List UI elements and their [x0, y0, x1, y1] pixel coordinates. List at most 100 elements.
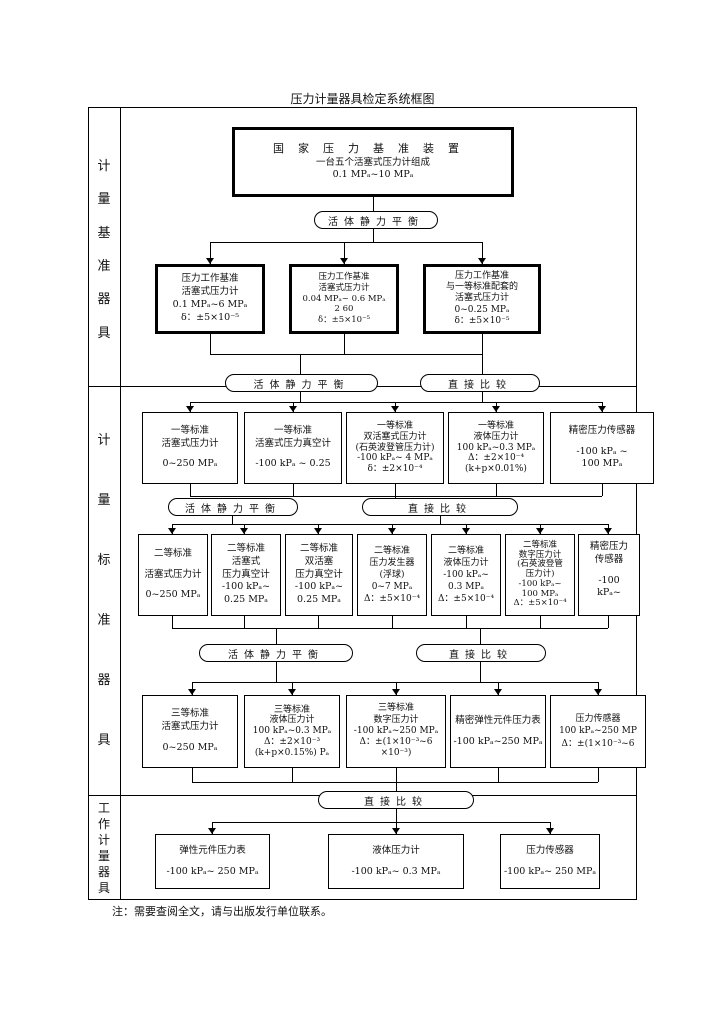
side-char: 准	[97, 612, 111, 628]
third-class-standard-box: 三等标准 液体压力计 100 kPₐ~0.3 MPₐ Δ：±2×10⁻³ (k+…	[244, 695, 340, 768]
box-line: 活塞式压力计	[454, 293, 509, 304]
second-class-standard-box: 二等标准 数字压力计 (石英波登管 压力计) -100 kPₐ~ 100 MPₐ…	[505, 534, 575, 616]
working-standard-box: 压力工作基准 活塞式压力计 0.1 MPₐ~6 MPₐ δ：±5×10⁻⁵	[155, 264, 265, 334]
first-class-standard-box: 一等标准 活塞式压力真空计 -100 kPₐ ~ 0.25	[244, 412, 342, 484]
second-class-standard-box: 二等标准 活塞式 压力真空计 -100 kPₐ~ 0.25 MPₐ	[211, 534, 281, 616]
method-pill: 直接比较	[420, 374, 540, 392]
box-line: Δ：±5×10⁻⁴	[437, 594, 495, 605]
connector	[344, 242, 345, 264]
connector	[190, 496, 602, 497]
box-line: 二等标准	[153, 547, 192, 559]
box-line: 活塞式压力计	[181, 286, 239, 298]
box-line: Δ：±(1×10⁻³~6	[359, 737, 433, 748]
connector	[192, 768, 193, 782]
arrow-icon	[494, 689, 502, 695]
connector	[172, 524, 608, 525]
connector	[466, 616, 467, 628]
box-line: 压力真空计	[222, 568, 270, 580]
arrow-icon	[598, 406, 606, 412]
connector	[598, 768, 599, 782]
box-line: 液体压力计	[443, 557, 489, 568]
second-class-standard-box: 二等标准 活塞式压力计 0~250 MPₐ	[138, 534, 208, 616]
box-line: 压力真空计	[295, 568, 343, 580]
box-line: 0~7 MPₐ	[371, 582, 413, 593]
connector	[540, 616, 541, 628]
arrow-icon	[388, 528, 396, 534]
box-line: 100 kPₐ~0.3 MPₐ	[252, 726, 332, 737]
box-line: -100 kPₐ~ 4 MPₐ	[357, 453, 433, 464]
box-line: -100 kPₐ~	[518, 578, 562, 589]
connector	[276, 662, 277, 682]
connector	[482, 354, 483, 374]
box-line: 0~250 MPₐ	[162, 741, 218, 753]
box-line: 0.04 MPₐ~ 0.6 MPₐ	[302, 293, 386, 304]
side-char: 器	[97, 292, 111, 308]
footnote: 注：需要查阅全文，请与出版发行单位联系。	[112, 905, 332, 918]
box-line: ×10⁻³)	[380, 748, 412, 759]
arrow-icon	[206, 258, 214, 264]
box-line: 活塞式压力计	[161, 437, 219, 449]
device-title: 国家压力基准装置	[273, 141, 473, 155]
connector	[480, 662, 481, 682]
connector	[190, 484, 191, 496]
box-line: -100 kPₐ~	[294, 581, 344, 593]
side-char: 量	[97, 492, 111, 508]
connector	[192, 782, 598, 783]
box-line: 弹性元件压力表	[179, 844, 246, 856]
box-line: 传感器	[594, 553, 624, 565]
box-line: δ：±5×10⁻⁵	[180, 311, 240, 323]
connector	[482, 392, 483, 402]
side-char: 具	[97, 881, 110, 895]
box-line: Δ：±2×10⁻⁴	[467, 453, 525, 464]
side-char: 工	[97, 801, 110, 815]
third-class-standard-box: 三等标准 数字压力计 -100 kPₐ~250 MPₐ Δ：±(1×10⁻³~6…	[346, 695, 446, 768]
connector	[344, 334, 345, 354]
box-line: -100 kPₐ~250 MPₐ	[453, 735, 543, 747]
box-line: 活塞式压力计	[318, 283, 370, 294]
side-char: 量	[97, 192, 111, 208]
connector	[373, 197, 374, 211]
box-line: -100 kPₐ~250 MPₐ	[353, 725, 439, 736]
connector	[396, 782, 397, 792]
connector	[396, 768, 397, 782]
arrow-icon	[288, 689, 296, 695]
box-line: 双活塞式压力计	[363, 431, 427, 442]
connector	[192, 682, 598, 683]
box-line: Δ：±5×10⁻⁴	[363, 594, 421, 605]
arrow-icon	[289, 406, 297, 412]
connector	[480, 628, 481, 644]
box-line: 0~250 MPₐ	[162, 458, 218, 470]
arrow-icon	[536, 528, 544, 534]
side-char: 标	[97, 552, 111, 568]
working-instrument-box: 弹性元件压力表 -100 kPₐ~ 250 MPₐ	[155, 834, 270, 889]
connector	[210, 242, 482, 243]
method-pill: 直接比较	[318, 791, 474, 809]
arrow-icon	[478, 258, 486, 264]
connector	[244, 616, 245, 628]
box-line: 精密压力传感器	[568, 424, 636, 436]
box-line: 0~0.25 MPₐ	[454, 304, 510, 315]
second-class-standard-box: 二等标准 压力发生器 (浮球) 0~7 MPₐ Δ：±5×10⁻⁴	[357, 534, 427, 616]
connector	[598, 682, 599, 695]
box-line: 压力工作基准	[181, 273, 239, 285]
connector	[212, 822, 550, 823]
box-line: 活塞式	[231, 555, 261, 567]
connector	[292, 768, 293, 782]
third-class-standard-box: 三等标准 活塞式压力计 0~250 MPₐ	[142, 695, 238, 768]
second-class-standard-box: 精密压力 传感器 -100 kPₐ~	[578, 534, 640, 616]
box-line: 100 MPₐ	[581, 458, 623, 470]
box-line: 活塞式压力计	[144, 568, 202, 580]
box-line: 与一等标准配套的	[445, 282, 518, 293]
box-line: -100	[598, 574, 620, 586]
box-line: 二等标准	[522, 539, 557, 550]
connector	[392, 616, 393, 628]
device-range: 0.1 MPₐ~10 MPₐ	[332, 169, 414, 181]
side-column-divider	[120, 107, 121, 900]
connector	[210, 334, 211, 354]
box-line: 活塞式压力计	[161, 721, 219, 733]
box-line: (石英波登管压力计)	[355, 442, 435, 453]
box-line: 二等标准	[299, 542, 338, 554]
box-line: 精密弹性元件压力表	[455, 714, 541, 726]
box-line: (石英波登管	[517, 559, 563, 570]
arrow-icon	[604, 528, 612, 534]
